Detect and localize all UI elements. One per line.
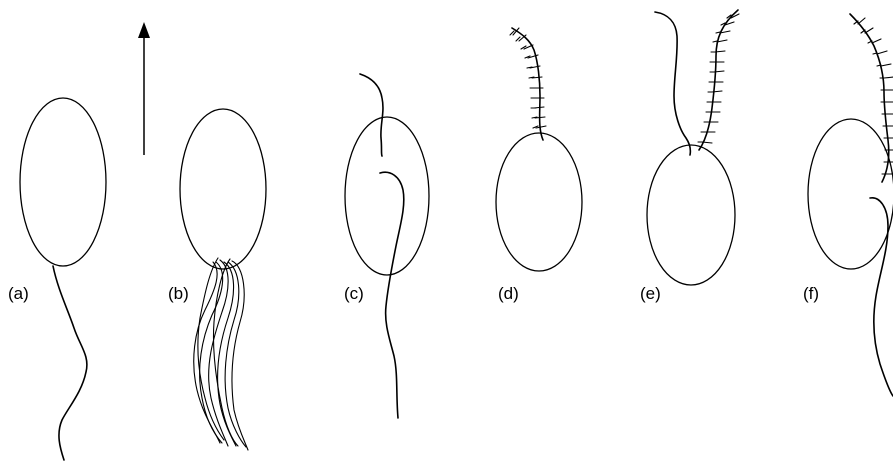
mastigonemes xyxy=(698,14,739,143)
cell-body xyxy=(180,109,266,269)
panel-label: (e) xyxy=(640,284,661,303)
panel-label: (f) xyxy=(803,284,819,303)
cell-body xyxy=(345,117,429,275)
panel-a: (a) xyxy=(8,98,106,460)
tinsel-flagellum xyxy=(699,10,738,150)
panel-label: (a) xyxy=(8,284,29,303)
mastigonemes xyxy=(510,28,546,128)
cell-body xyxy=(20,98,106,266)
panel-c: (c) xyxy=(344,74,429,418)
tinsel-flagellum xyxy=(512,28,543,140)
direction-arrow xyxy=(138,22,150,155)
flagellum xyxy=(53,266,87,460)
tinsel-flagellum xyxy=(850,14,889,182)
panel-e: (e) xyxy=(640,10,739,303)
panel-label: (c) xyxy=(344,284,364,303)
mastigonemes xyxy=(854,18,893,174)
panel-label: (b) xyxy=(168,284,189,303)
panel-d: (d) xyxy=(496,28,582,303)
trailing-flagellum xyxy=(380,172,404,418)
panel-label: (d) xyxy=(498,284,519,303)
cell-body xyxy=(496,133,582,271)
smooth-flagellum xyxy=(655,12,690,155)
cell-body xyxy=(647,145,735,285)
flagella-tuft xyxy=(194,258,248,450)
panel-f: (f) xyxy=(803,14,893,396)
cell-body xyxy=(808,119,893,269)
leading-flagellum xyxy=(360,74,383,156)
panel-b: (b) xyxy=(168,109,266,450)
